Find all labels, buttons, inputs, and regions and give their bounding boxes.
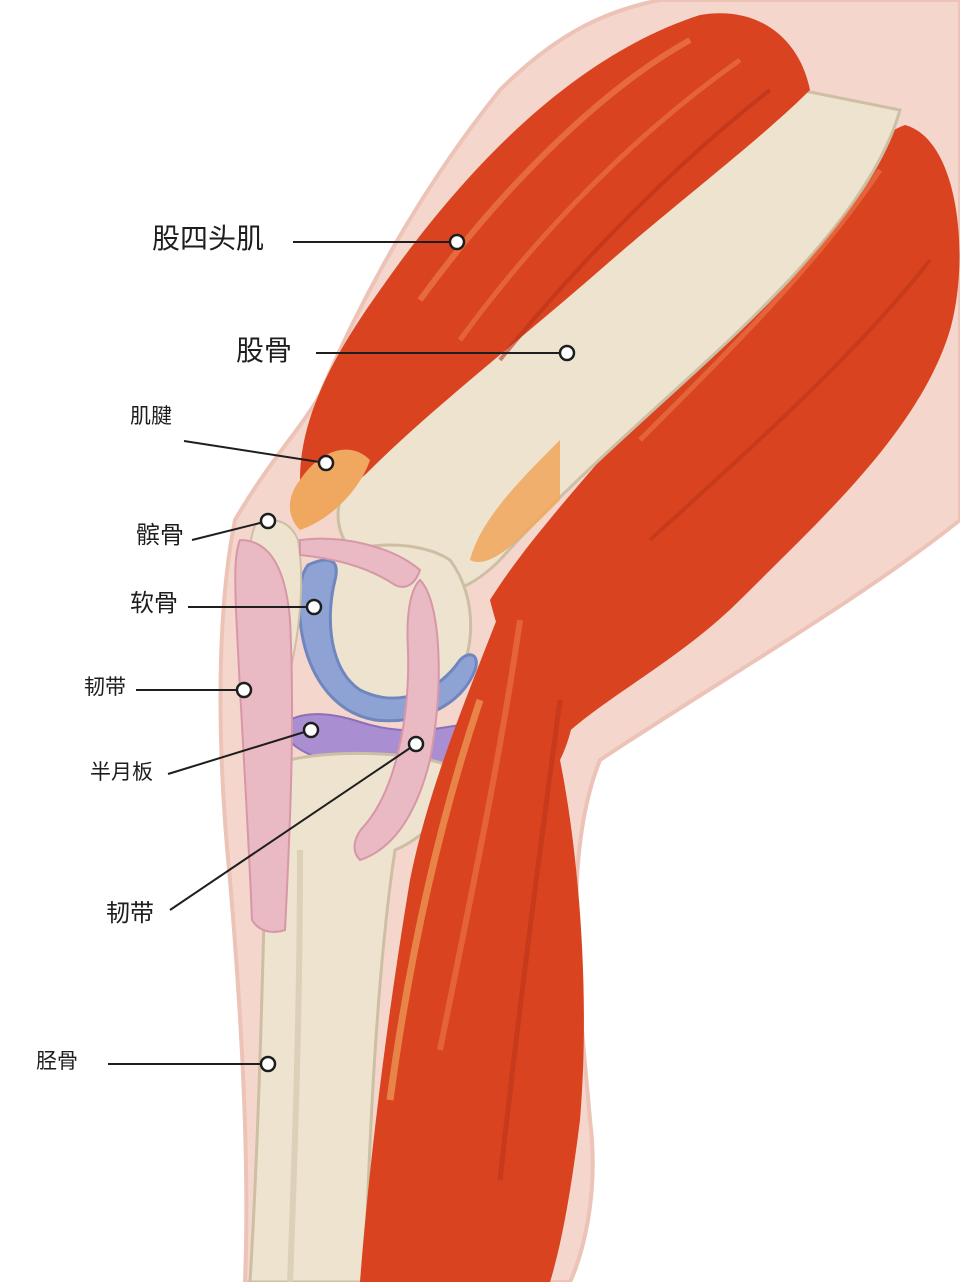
dot-ligament-inner	[407, 735, 425, 753]
calf-muscle	[360, 560, 584, 1282]
label-meniscus: 半月板	[90, 760, 153, 784]
patellar-ligament	[234, 538, 294, 933]
hamstring-muscle	[490, 125, 960, 740]
label-femur: 股骨	[236, 334, 293, 367]
cartilage-shape	[297, 558, 478, 723]
cross-ligament	[299, 537, 422, 588]
label-tendon: 肌腱	[130, 404, 172, 428]
marker-dots	[235, 233, 576, 1073]
dot-femur	[558, 344, 576, 362]
leader-lines	[108, 241, 567, 1065]
dot-quadriceps	[448, 233, 466, 251]
label-ligament-inner: 韧带	[106, 899, 154, 927]
dot-ligament-outer	[235, 681, 253, 699]
label-cartilage: 软骨	[130, 589, 178, 617]
dot-patella	[259, 512, 277, 530]
dot-cartilage	[305, 598, 323, 616]
dot-tendon	[317, 454, 335, 472]
label-quadriceps: 股四头肌	[152, 222, 265, 255]
label-patella: 髌骨	[136, 521, 184, 549]
dot-meniscus	[302, 721, 320, 739]
quadriceps-tendon	[289, 449, 370, 530]
inner-ligament	[353, 578, 440, 862]
label-tibia: 胫骨	[36, 1049, 78, 1073]
dot-tibia	[259, 1055, 277, 1073]
quadriceps-muscle	[300, 13, 810, 497]
label-ligament-outer: 韧带	[84, 675, 126, 699]
